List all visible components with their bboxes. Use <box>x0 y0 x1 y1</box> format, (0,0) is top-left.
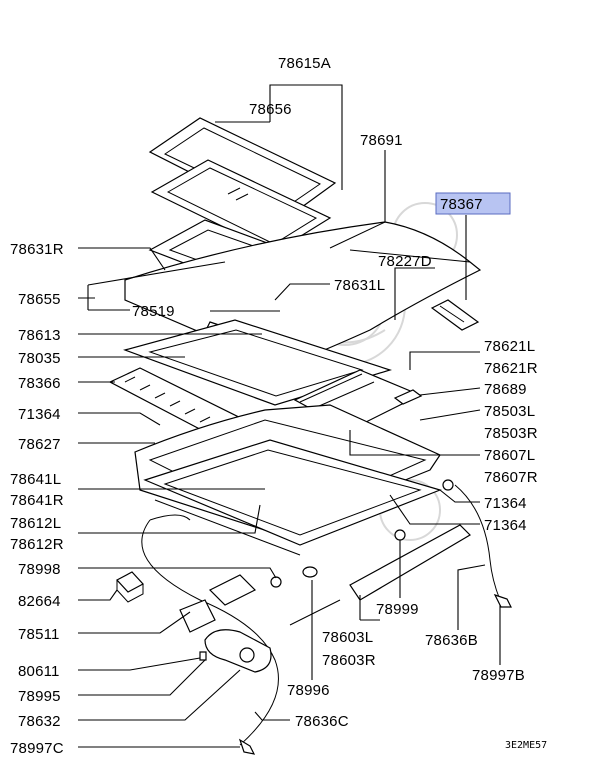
sunroof-frame-part <box>123 319 393 406</box>
grommet-part <box>270 479 454 588</box>
label-78603R: 78603R <box>322 652 376 669</box>
label-78641L: 78641L <box>10 471 61 488</box>
label-78607R: 78607R <box>484 469 538 486</box>
label-78612L: 78612L <box>10 515 61 532</box>
label-78519: 78519 <box>132 303 175 320</box>
label-78997C: 78997C <box>10 740 64 757</box>
label-78607L: 78607L <box>484 447 535 464</box>
label-78995: 78995 <box>18 688 61 705</box>
label-78503R: 78503R <box>484 425 538 442</box>
label-82664: 82664 <box>18 593 61 610</box>
label-78997B: 78997B <box>472 667 525 684</box>
label-78366: 78366 <box>18 375 61 392</box>
label-71364-top: 71364 <box>18 406 61 423</box>
motor-part <box>204 629 272 673</box>
cable-end-part <box>238 593 512 755</box>
label-78631L: 78631L <box>334 277 385 294</box>
bracket-part <box>179 574 257 633</box>
label-78655: 78655 <box>18 291 61 308</box>
label-78615A: 78615A <box>278 55 331 72</box>
label-78621R: 78621R <box>484 360 538 377</box>
label-78996: 78996 <box>287 682 330 699</box>
label-71364-low: 71364 <box>484 517 527 534</box>
drive-cable-part <box>141 484 501 746</box>
label-78503L: 78503L <box>484 403 535 420</box>
label-78367: 78367 <box>440 196 483 213</box>
label-78227D: 78227D <box>378 253 432 270</box>
diagram-code: 3E2ME57 <box>505 740 547 751</box>
label-78691: 78691 <box>360 132 403 149</box>
part-labels: 78615A 78656 78691 78367 78631R 78227D 7… <box>10 55 547 757</box>
screw-part <box>199 651 207 661</box>
label-78656: 78656 <box>249 101 292 118</box>
label-78636B: 78636B <box>425 632 478 649</box>
parts-illustration <box>108 117 512 755</box>
label-78689: 78689 <box>484 381 527 398</box>
rear-drain-part <box>430 299 480 331</box>
relay-part <box>116 571 144 603</box>
clip-part <box>302 566 318 578</box>
label-78636C: 78636C <box>295 713 349 730</box>
label-78035: 78035 <box>18 350 61 367</box>
label-78603L: 78603L <box>322 629 373 646</box>
label-71364-mid: 71364 <box>484 495 527 512</box>
label-78627: 78627 <box>18 436 61 453</box>
label-78641R: 78641R <box>10 492 64 509</box>
label-78998: 78998 <box>18 561 61 578</box>
label-78621L: 78621L <box>484 338 535 355</box>
label-78613: 78613 <box>18 327 61 344</box>
highlight-box <box>435 192 511 215</box>
cable-guide-part <box>289 524 471 626</box>
label-78612R: 78612R <box>10 536 64 553</box>
label-78631R: 78631R <box>10 241 64 258</box>
label-78999: 78999 <box>376 601 419 618</box>
label-80611: 80611 <box>18 663 60 680</box>
leader-lines <box>78 84 501 748</box>
label-78511: 78511 <box>18 626 60 643</box>
label-78632: 78632 <box>18 713 61 730</box>
